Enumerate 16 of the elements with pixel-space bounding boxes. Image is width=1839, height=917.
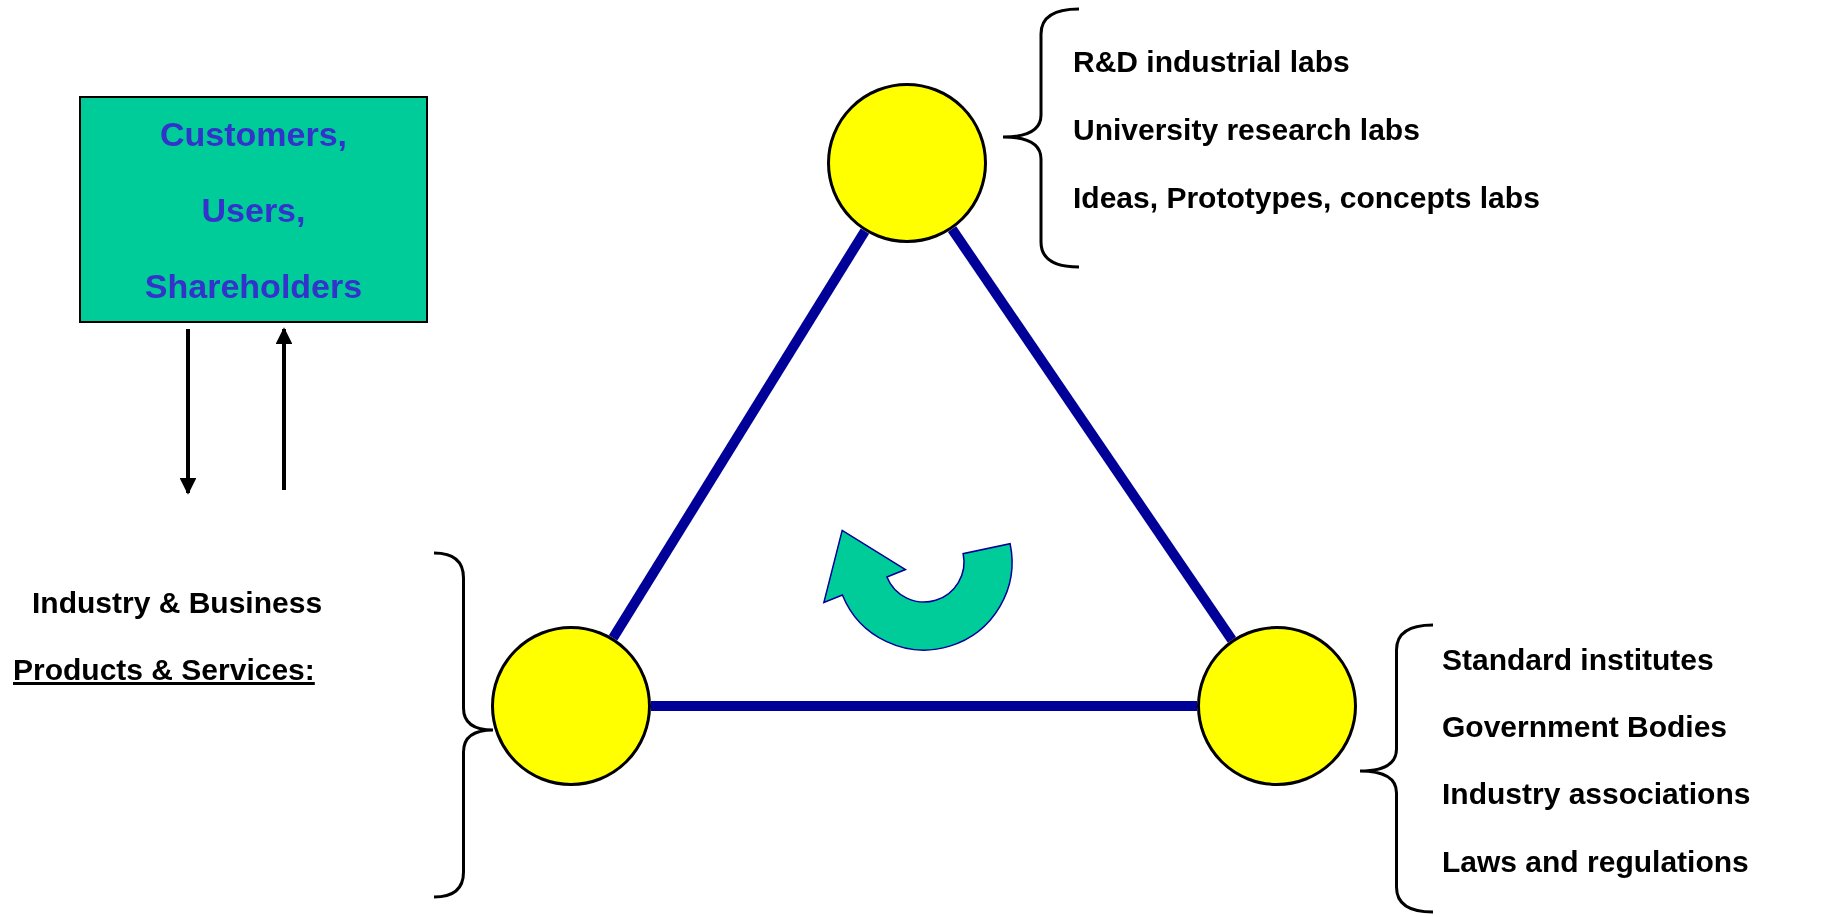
member-label: Standard institutes bbox=[1442, 642, 1714, 678]
member-label: R&D industrial labs bbox=[1073, 44, 1350, 80]
arrow bbox=[179, 329, 197, 495]
member-label: Products & Services: bbox=[13, 652, 315, 688]
connector-line bbox=[947, 226, 1237, 643]
member-label: Ideas, Prototypes, concepts labs bbox=[1073, 180, 1540, 216]
member-label: Industry associations bbox=[1442, 776, 1751, 812]
member-label: Industry & Business bbox=[32, 585, 323, 621]
member-label: Government Bodies bbox=[1442, 709, 1728, 745]
connector-line bbox=[608, 228, 870, 641]
group-box bbox=[79, 96, 428, 323]
member-label: Laws and regulations bbox=[1442, 844, 1749, 880]
box-label: Customers, Users, Shareholders bbox=[143, 113, 364, 307]
connector-line bbox=[651, 701, 1197, 711]
arrow bbox=[275, 327, 293, 490]
member-label: University research labs bbox=[1073, 112, 1420, 148]
